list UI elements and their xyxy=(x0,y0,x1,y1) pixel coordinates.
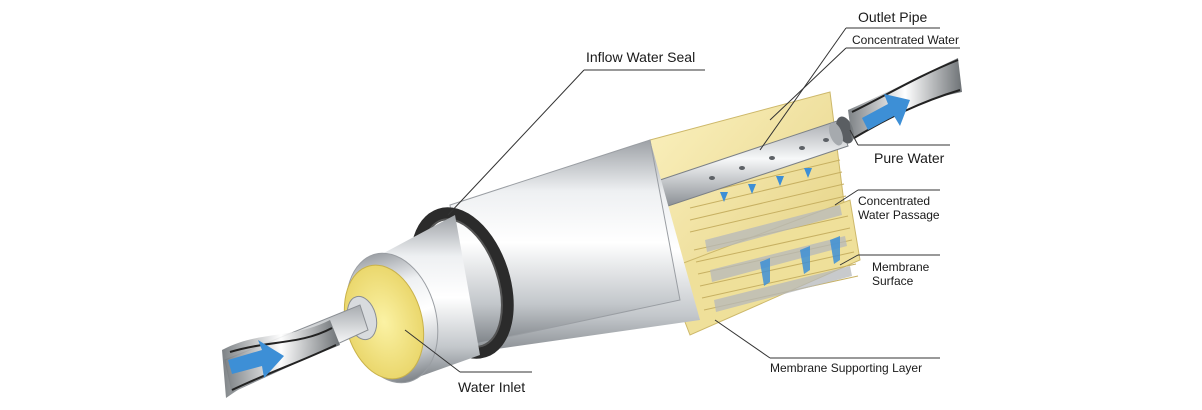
inlet-end-cap xyxy=(343,215,480,384)
membrane-inner-passages xyxy=(705,205,852,312)
inlet-flow-arrow xyxy=(228,340,284,378)
outlet-flow-arrow xyxy=(862,94,910,130)
label-pure-water: Pure Water xyxy=(874,150,945,166)
label-outlet-pipe: Outlet Pipe xyxy=(858,9,927,25)
membrane-leaves xyxy=(689,159,859,311)
label-concentrated-water-passage-line1: Concentrated xyxy=(858,194,930,208)
label-concentrated-water-passage-line2: Water Passage xyxy=(858,208,940,222)
leader-inflow-water-seal xyxy=(447,69,705,216)
label-water-inlet: Water Inlet xyxy=(458,379,525,395)
leader-water-inlet xyxy=(404,329,532,373)
leader-concentrated-water-passage xyxy=(834,189,940,206)
label-membrane-surface-line1: Membrane xyxy=(872,260,930,274)
leader-membrane-surface xyxy=(839,254,940,266)
leader-membrane-supporting-layer xyxy=(714,319,940,359)
label-concentrated-water: Concentrated Water xyxy=(852,33,959,47)
leader-lines xyxy=(404,27,960,373)
label-membrane-supporting-layer: Membrane Supporting Layer xyxy=(770,361,922,375)
outlet-connector xyxy=(829,116,854,146)
leader-concentrated-water xyxy=(769,47,960,121)
permeate-flow-arrows xyxy=(720,168,840,286)
label-membrane-surface-line2: Surface xyxy=(872,274,914,288)
leader-pure-water xyxy=(849,129,950,146)
label-inflow-water-seal: Inflow Water Seal xyxy=(586,49,695,65)
tube-perforations xyxy=(709,138,829,180)
